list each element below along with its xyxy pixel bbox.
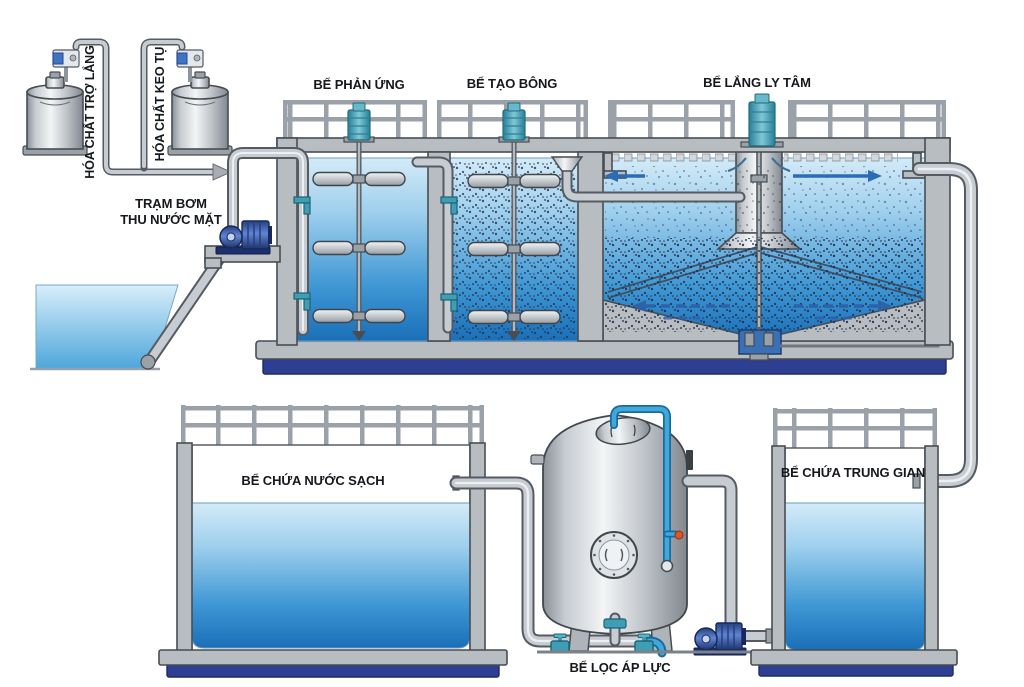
- label-chem-coagulant: HÓA CHẤT KEO TỤ: [153, 46, 168, 162]
- clarifier-drive-motor: [740, 93, 784, 148]
- mixer-paddles: [312, 171, 406, 324]
- label-intermediate-tank: BỂ CHỨA TRUNG GIAN: [780, 464, 926, 480]
- label-intake-pump-station-line1: TRẠM BƠM: [135, 195, 207, 211]
- intermediate-tank: [750, 445, 958, 677]
- floc-particles-settling-dense: [605, 238, 923, 332]
- chemical-feed-system: [22, 38, 233, 181]
- label-pressure-filter: BỂ LỌC ÁP LỰC: [569, 659, 671, 675]
- mixer-motor-icon: [748, 101, 776, 147]
- label-flocculation-tank: BỂ TẠO BÔNG: [466, 75, 558, 91]
- railing-clean-water-tank: [181, 405, 484, 447]
- chemical-tank-coagulant: [167, 71, 233, 156]
- sensor-red-icon: [674, 530, 684, 540]
- flocculation-tank-transfer-pipe: [411, 156, 458, 334]
- label-settling-tank: BỂ LẮNG LY TÂM: [703, 74, 811, 90]
- settling-tank-feed-pipe: [550, 156, 746, 203]
- mixer-reaction-tank: [312, 102, 406, 341]
- label-chem-settling-aid: HÓA CHẤT TRỢ LẮNG: [83, 45, 98, 179]
- label-intake-pump-station-line2: THU NƯỚC MẶT: [120, 212, 222, 227]
- intermediate-water: [784, 502, 926, 651]
- filtered-water-pipe: [449, 476, 662, 648]
- railing-intermediate-tank: [773, 408, 937, 450]
- mixer-paddles: [467, 173, 561, 325]
- manway-icon: [595, 416, 651, 446]
- intake-pump-station: [140, 220, 281, 370]
- gauge-icon: [660, 559, 674, 573]
- valve-icon: [550, 633, 570, 653]
- settling-tank-internals: [602, 145, 940, 361]
- label-clean-water-tank: BỂ CHỨA NƯỚC SẠCH: [241, 472, 385, 488]
- transfer-pump-system: [537, 474, 778, 656]
- intake-pump-icon: [215, 220, 272, 255]
- mixer-motor-icon: [502, 109, 526, 141]
- intake-basin: [30, 284, 179, 371]
- label-intake-pump-station: TRẠM BƠM THU NƯỚC MẶT: [120, 196, 222, 229]
- railing-main-structure: [283, 100, 946, 138]
- label-reaction-tank: BỂ PHẢN ỨNG: [313, 76, 405, 92]
- mixer-motor-icon: [347, 109, 371, 141]
- clean-water: [191, 502, 471, 649]
- flow-arrows: [604, 157, 882, 182]
- funnel-icon: [550, 156, 584, 172]
- air-release-pipe: [610, 405, 684, 573]
- porthole-icon: [590, 531, 638, 579]
- pressure-filter-vessel: [530, 405, 693, 658]
- valve-icon: [634, 633, 654, 653]
- overflow-pipe: [912, 162, 978, 488]
- clean-water-tank: [158, 442, 508, 678]
- mixer-flocculation-tank: [467, 102, 561, 341]
- weir-teeth-right: [784, 153, 898, 162]
- reaction-tank-inlet-pipe: [227, 147, 311, 336]
- chemical-feed-arrow-icon: [212, 163, 233, 181]
- sludge-flow-arrows: [632, 300, 892, 320]
- chemical-tank-settling-aid: [22, 71, 88, 156]
- weir-teeth-left: [608, 153, 735, 162]
- transfer-pump-icon: [693, 622, 747, 656]
